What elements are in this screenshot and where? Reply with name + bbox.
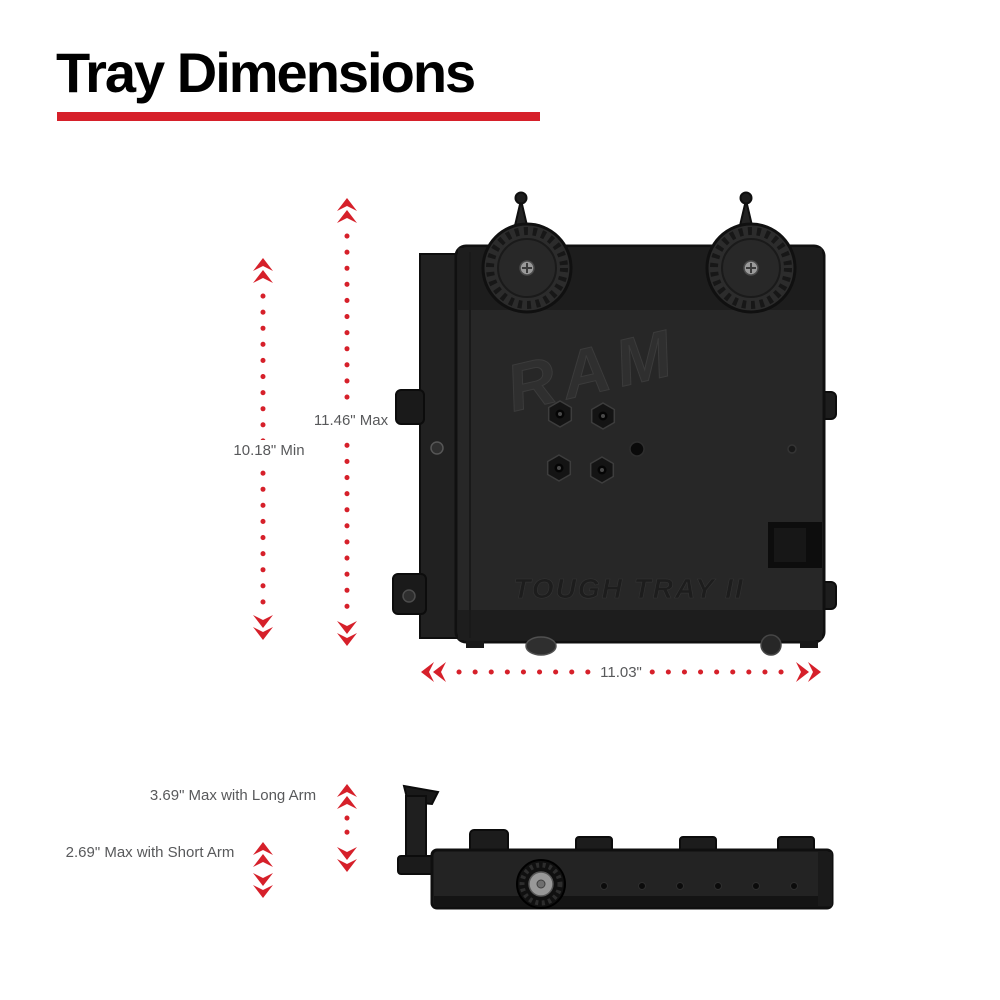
- bottom-tab-left: [466, 641, 484, 648]
- model-embossed-text: TOUGH TRAY II: [513, 573, 744, 604]
- side-end-cap: [818, 852, 832, 906]
- rail-hook-screw: [402, 589, 416, 603]
- center-hole: [629, 441, 645, 457]
- page-title: Tray Dimensions: [56, 41, 476, 104]
- hex-nut: [547, 400, 573, 428]
- dim-arrow-height-max: [337, 198, 357, 646]
- dim-arrow-depth-short: [253, 842, 273, 898]
- dim-label-depth-long: 3.69" Max with Long Arm: [143, 785, 323, 807]
- tray-top-view: RAM TOUGH TRAY II: [392, 191, 837, 656]
- dim-arrow-depth-long: [337, 784, 357, 872]
- latch-knob-right: [705, 222, 797, 314]
- title-underline: [57, 112, 540, 121]
- hex-nut: [589, 456, 615, 484]
- tray-side-view: [397, 784, 834, 910]
- bottom-tab-right: [800, 641, 818, 648]
- hex-nut: [546, 454, 572, 482]
- dim-label-depth-short: 2.69" Max with Short Arm: [59, 842, 241, 864]
- dim-label-height-min: 10.18" Min: [227, 440, 311, 462]
- dim-label-height-max: 11.46" Max: [307, 410, 395, 432]
- tray-bottom-band: [458, 610, 822, 640]
- side-knob: [516, 859, 566, 909]
- foot-left: [525, 636, 557, 656]
- rail-hook-top: [395, 389, 425, 425]
- body-screw-right: [787, 444, 797, 454]
- dim-label-width: 11.03": [594, 662, 648, 684]
- dim-arrow-height-min: [253, 258, 273, 640]
- side-bar-lip: [434, 896, 830, 907]
- hex-nut: [590, 402, 616, 430]
- rail-screw: [430, 441, 444, 455]
- side-screws: [600, 882, 798, 890]
- latch-knob-left: [481, 222, 573, 314]
- foot-right: [760, 634, 782, 656]
- right-cutout-inner: [774, 528, 806, 562]
